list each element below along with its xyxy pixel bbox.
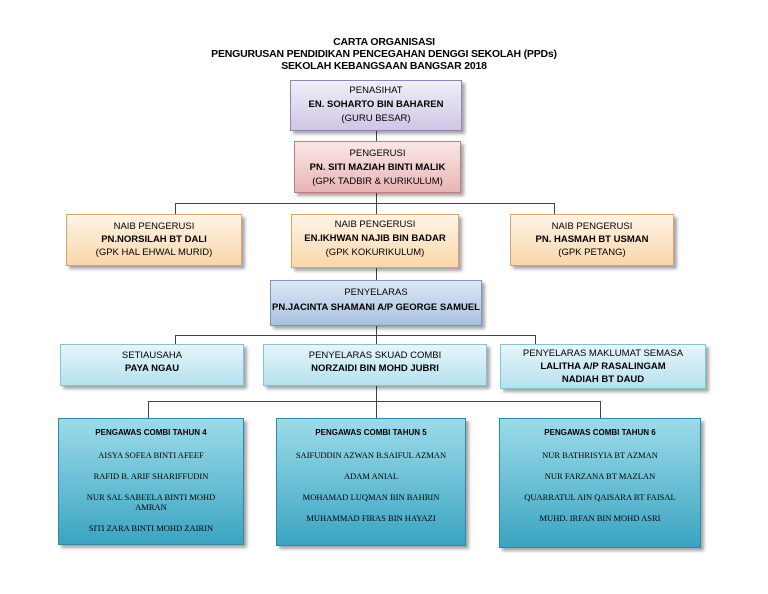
connector-naib-bar	[175, 203, 554, 204]
pengerusi-name: PN. SITI MAZIAH BINTI MALIK	[309, 162, 446, 173]
naib-title: (GPK KOKURIKULUM)	[325, 247, 425, 258]
connector-pengawas-left	[148, 401, 149, 418]
pengawas-tahun-4-box: PENGAWAS COMBI TAHUN 4 AISYA SOFEA BINTI…	[58, 418, 244, 545]
pengawas-tahun-6-box: PENGAWAS COMBI TAHUN 6 NUR BATHRISYIA BT…	[499, 418, 701, 548]
naib-role: NAIB PENGERUSI	[551, 221, 633, 232]
connector-naib-left	[175, 203, 176, 214]
pengawas-heading: PENGAWAS COMBI TAHUN 6	[544, 428, 656, 437]
unit-name: NORZAIDI BIN MOHD JUBRI	[311, 363, 439, 374]
pengerusi-title: (GPK TADBIR & KURIKULUM)	[312, 176, 443, 187]
pengawas-heading: PENGAWAS COMBI TAHUN 5	[315, 428, 427, 437]
pengawas-member: NUR FARZANA BT MAZLAN	[544, 471, 656, 481]
pengawas-member: SAIFUDDIN AZWAN B.SAIFUL AZMAN	[295, 450, 447, 460]
unit-role: PENYELARAS MAKLUMAT SEMASA	[522, 348, 684, 359]
setiausaha-box: SETIAUSAHA PAYA NGAU	[60, 344, 244, 386]
unit-role: PENYELARAS SKUAD COMBI	[308, 350, 442, 361]
naib-pengerusi-box-3: NAIB PENGERUSI PN. HASMAH BT USMAN (GPK …	[510, 214, 674, 266]
pengawas-member: NUR SAL SABEELA BINTI MOHD AMRAN	[86, 492, 216, 512]
naib-name: EN.IKHWAN NAJIB BIN BADAR	[304, 233, 446, 244]
connector-units-bar	[175, 335, 535, 336]
connector-naib-right	[554, 203, 555, 214]
penasihat-box: PENASIHAT EN. SOHARTO BIN BAHAREN (GURU …	[290, 80, 462, 131]
pengawas-tahun-5-box: PENGAWAS COMBI TAHUN 5 SAIFUDDIN AZWAN B…	[276, 418, 466, 546]
connector-units-left	[175, 335, 176, 344]
connector-pengawas-bar	[148, 401, 600, 402]
connector-pengawas-mid	[376, 401, 377, 418]
connector-penasihat-pengerusi	[376, 131, 377, 141]
penyelaras-name: PN.JACINTA SHAMANI A/P GEORGE SAMUEL	[272, 302, 480, 313]
naib-title: (GPK PETANG)	[558, 247, 626, 258]
chart-subtitle: PENGURUSAN PENDIDIKAN PENCEGAHAN DENGGI …	[211, 48, 557, 60]
pengawas-member: AISYA SOFEA BINTI AFEEF	[98, 450, 204, 460]
pengawas-member: RAFID B. ARIF SHARIFFUDIN	[93, 471, 209, 481]
pengawas-member: ADAM ANIAL	[343, 471, 399, 481]
connector-pengawas-right	[600, 401, 601, 418]
pengawas-member: QUARRATUL AIN QAISARA BT FAISAL	[524, 492, 676, 502]
school-name: SEKOLAH KEBANGSAAN BANGSAR 2018	[281, 60, 487, 72]
penasihat-role: PENASIHAT	[349, 85, 403, 96]
naib-role: NAIB PENGERUSI	[334, 219, 416, 230]
penyelaras-box: PENYELARAS PN.JACINTA SHAMANI A/P GEORGE…	[270, 280, 482, 326]
naib-title: (GPK HAL EHWAL MURID)	[95, 247, 213, 258]
connector-penyelaras-down	[376, 326, 377, 335]
naib-name: PN. HASMAH BT USMAN	[535, 234, 649, 245]
pengawas-member: MOHAMAD LUQMAN BIN BAHRIN	[302, 492, 440, 502]
penyelaras-role: PENYELARAS	[344, 287, 408, 298]
connector-naib-penyelaras	[376, 268, 377, 280]
pengawas-member: MUHAMMAD FIRAS BIN HAYAZI	[306, 513, 436, 523]
pengawas-member: NUR BATHRISYIA BT AZMAN	[542, 450, 658, 460]
connector-naib-mid	[376, 203, 377, 214]
naib-role: NAIB PENGERUSI	[113, 221, 195, 232]
penasihat-name: EN. SOHARTO BIN BAHAREN	[308, 99, 444, 110]
pengawas-heading: PENGAWAS COMBI TAHUN 4	[95, 428, 207, 437]
unit-name: PAYA NGAU	[124, 363, 180, 374]
unit-role: SETIAUSAHA	[121, 350, 183, 361]
connector-units-mid	[376, 335, 377, 344]
unit-name: LALITHA A/P RASALINGAM	[540, 361, 666, 372]
pengerusi-box: PENGERUSI PN. SITI MAZIAH BINTI MALIK (G…	[294, 141, 461, 193]
chart-title: CARTA ORGANISASI	[333, 36, 435, 48]
naib-pengerusi-box-2: NAIB PENGERUSI EN.IKHWAN NAJIB BIN BADAR…	[291, 214, 459, 268]
pengerusi-role: PENGERUSI	[349, 148, 406, 159]
unit-name-2: NADIAH BT DAUD	[561, 374, 645, 385]
penyelaras-skuad-box: PENYELARAS SKUAD COMBI NORZAIDI BIN MOHD…	[263, 344, 487, 386]
pengawas-member: MUHD. IRFAN BIN MOHD ASRI	[539, 513, 661, 523]
connector-pengerusi-down	[376, 193, 377, 203]
connector-units-down	[376, 386, 377, 401]
naib-pengerusi-box-1: NAIB PENGERUSI PN.NORSILAH BT DALI (GPK …	[66, 214, 242, 266]
penyelaras-maklumat-box: PENYELARAS MAKLUMAT SEMASA LALITHA A/P R…	[500, 344, 706, 389]
penasihat-title: (GURU BESAR)	[341, 113, 411, 124]
pengawas-member: SITI ZARA BINTI MOHD ZAIRIN	[88, 523, 214, 533]
naib-name: PN.NORSILAH BT DALI	[101, 234, 207, 245]
connector-units-right	[535, 335, 536, 344]
